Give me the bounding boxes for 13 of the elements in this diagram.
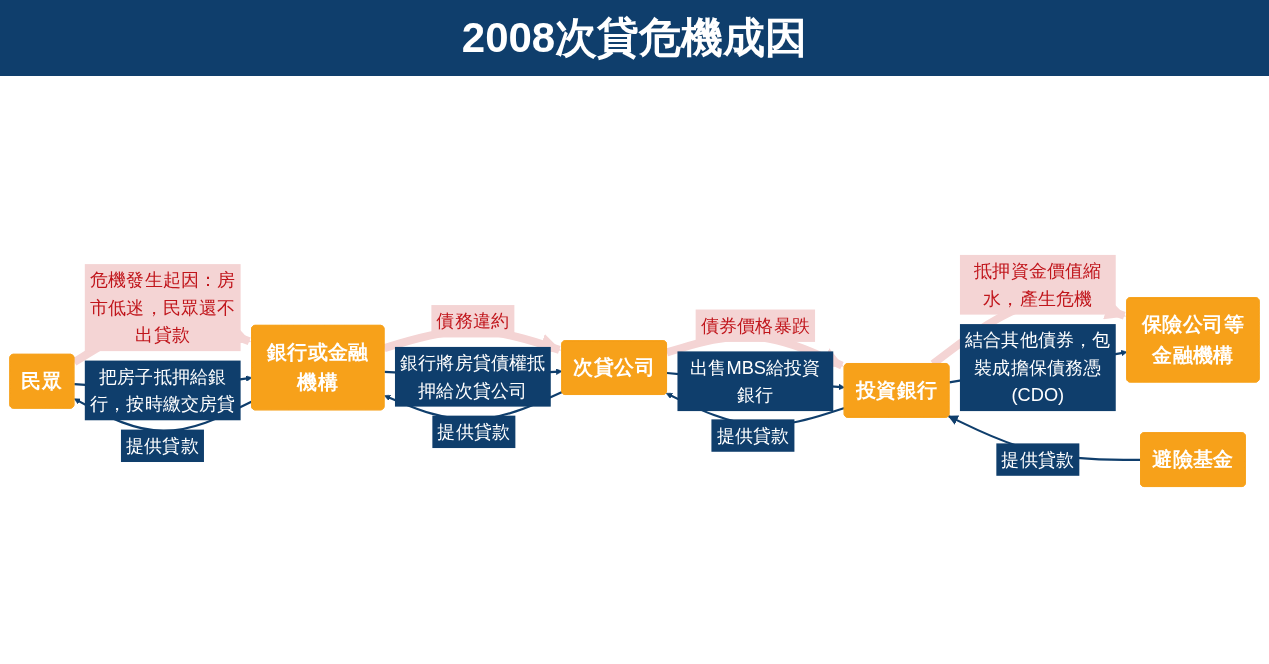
edge-label: 把房子抵押給銀行，按時繳交房貸 bbox=[89, 366, 236, 414]
edge-label: 危機發生起因：房市低迷，民眾還不出貸款 bbox=[89, 269, 236, 345]
title: 2008次貸危機成因 bbox=[461, 14, 808, 62]
edge-label: 提供貸款 bbox=[1001, 448, 1075, 470]
edge-label: 出售MBS給投資銀行 bbox=[690, 356, 821, 405]
edge-label: 提供貸款 bbox=[716, 424, 790, 446]
edge-label: 債務違約 bbox=[436, 310, 510, 331]
edge-label: 提供貸款 bbox=[437, 421, 511, 442]
edge-label: 銀行將房貸債權抵押給次貸公司 bbox=[400, 352, 546, 401]
edge-label: 結合其他債券，包裝成擔保債務憑(CDO) bbox=[965, 329, 1111, 405]
edge-label: 提供貸款 bbox=[126, 435, 199, 456]
edge-label: 債券價格暴跌 bbox=[700, 314, 810, 336]
edge-label: 抵押資金價值縮水，產生危機 bbox=[974, 260, 1102, 309]
